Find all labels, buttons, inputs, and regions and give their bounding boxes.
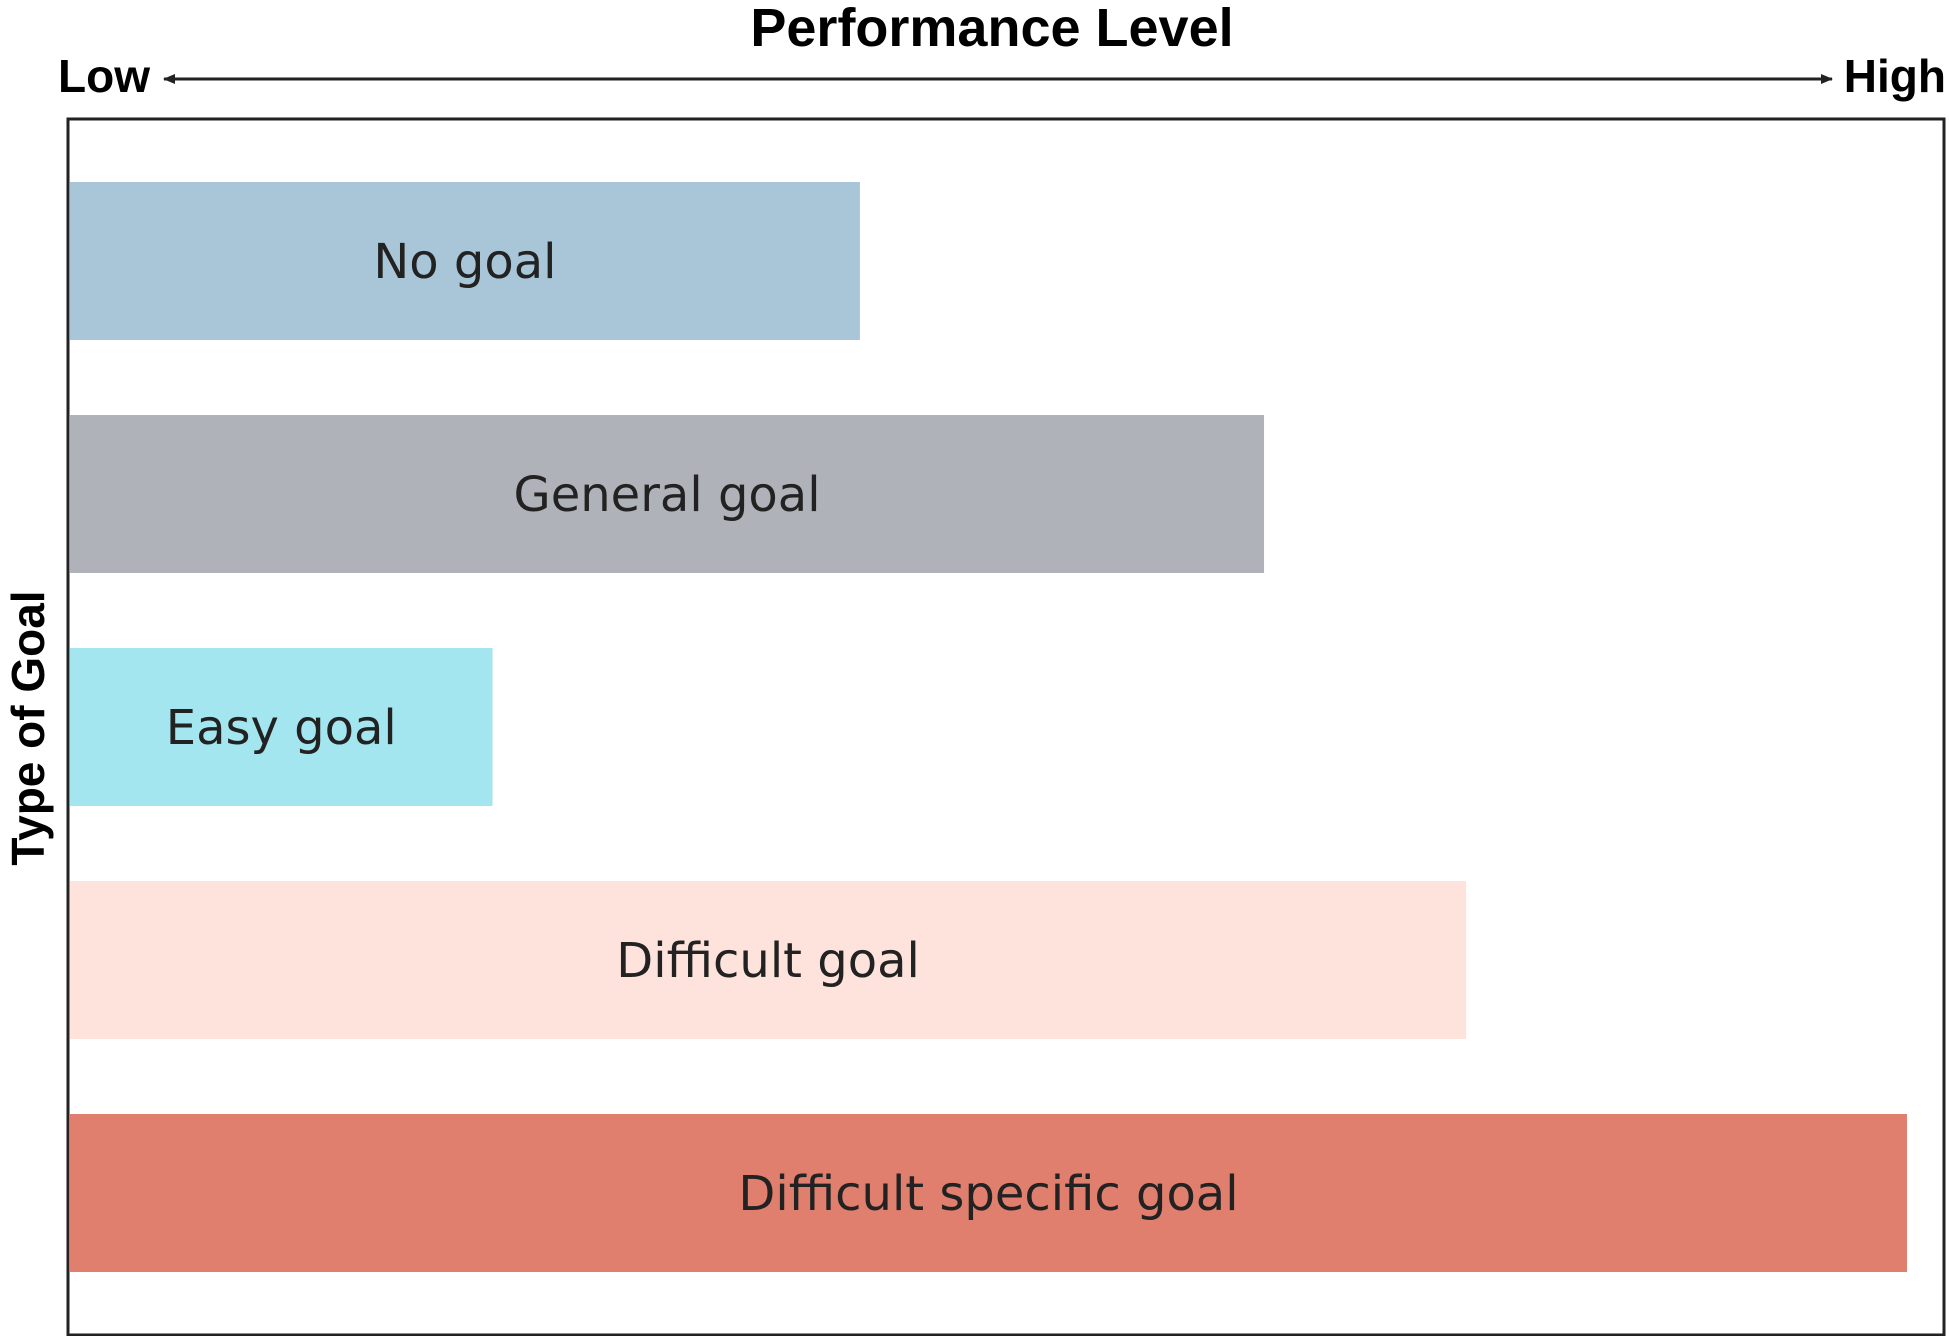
bar-label-general-goal: General goal xyxy=(514,467,821,523)
plot-frame xyxy=(66,117,1946,1336)
bar-no-goal xyxy=(70,182,860,340)
chart-title: Performance Level xyxy=(750,0,1233,58)
bar-easy-goal xyxy=(70,648,493,806)
bar-difficult-goal xyxy=(70,881,1467,1039)
bar-label-no-goal: No goal xyxy=(373,234,556,290)
bar-label-easy-goal: Easy goal xyxy=(166,700,397,756)
bar-general-goal xyxy=(70,415,1265,573)
x-axis-high-label: High xyxy=(1844,50,1946,102)
y-axis-title: Type of Goal xyxy=(2,590,54,865)
x-axis-low-label: Low xyxy=(58,50,150,102)
bar-difficult-specific-goal xyxy=(70,1114,1907,1272)
bar-label-difficult-specific-goal: Difficult specific goal xyxy=(738,1166,1238,1222)
bar-label-difficult-goal: Difficult goal xyxy=(616,933,920,989)
